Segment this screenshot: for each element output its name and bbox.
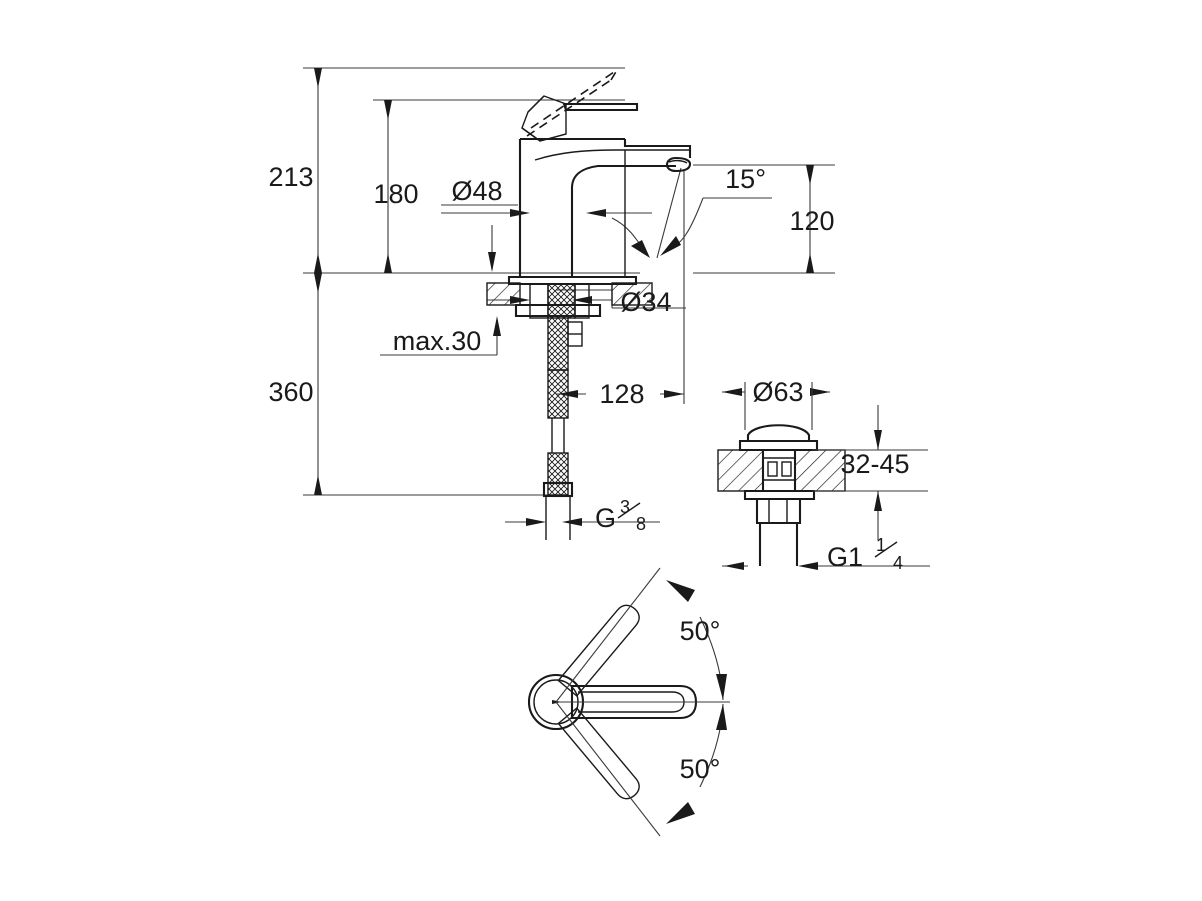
dim-label-180: 180 (373, 179, 418, 209)
arrow-50-lower-inner (716, 704, 727, 730)
arrow-d34-right (572, 296, 592, 304)
drain-slot-left (767, 461, 778, 477)
aerator-tip (665, 156, 692, 173)
stud-thread-upper (548, 284, 575, 318)
arrow-g38-left (526, 518, 546, 526)
drain-detail-view: Ø63 (717, 377, 930, 573)
aerator-detail (668, 159, 688, 164)
arrow-120-bottom (806, 253, 814, 273)
lever-handle (521, 95, 639, 142)
deck-section (486, 282, 653, 306)
dim-label-128: 128 (599, 379, 644, 409)
arrow-50-upper-outer (666, 580, 695, 602)
arrow-213-bottom (314, 253, 322, 273)
mount-bush-left (529, 283, 549, 319)
dim-label-3245: 32-45 (840, 449, 909, 479)
deck-hatch-left (487, 283, 520, 305)
hose-braid-lower (548, 453, 568, 495)
dim-label-213: 213 (268, 162, 313, 192)
drain-slot-right (781, 461, 792, 477)
arrow-213-top (314, 68, 322, 88)
popup-cap-flange (738, 439, 819, 452)
lever-ghost-lower (526, 79, 612, 137)
lever-hub-edge (527, 95, 545, 113)
arrow-3245-bottom (874, 491, 882, 511)
dim-label-50deg-upper: 50° (680, 616, 721, 646)
dim-label-g38-den: 8 (636, 514, 646, 534)
hose-end-nut (542, 481, 574, 498)
spout-plan-upper (557, 604, 640, 697)
drain-deck-hatch-right (795, 450, 845, 491)
dim-label-g114-den: 4 (893, 553, 903, 573)
dim-label-d48: Ø48 (451, 176, 502, 206)
lever-hub-base (521, 127, 567, 142)
spout-lower-body (557, 707, 640, 800)
arrow-180-bottom (384, 253, 392, 273)
spout-inner-top-line (534, 149, 690, 161)
arrow-g114-right (798, 562, 818, 570)
mount-washer (514, 303, 602, 318)
lever-ghost-upper (530, 69, 618, 129)
main-dimension-network: 213 360 180 Ø48 (268, 67, 835, 534)
arrow-max30 (493, 316, 501, 336)
arrow-d48-deck (488, 252, 496, 272)
arrow-128-right (664, 390, 684, 398)
angle-leader-15a (656, 167, 682, 259)
base-flange (507, 275, 638, 286)
arrow-d63-right (810, 388, 830, 396)
hose-braid-upper-outline (547, 369, 569, 419)
arrow-180-top (384, 100, 392, 120)
spout-inner-sweep (570, 164, 676, 277)
arrow-3245-top (874, 430, 882, 450)
arrow-g38-right (562, 518, 582, 526)
hose-braid-upper (548, 370, 568, 418)
stud-thread-lower (548, 316, 568, 370)
fraction-slash-g38 (617, 502, 641, 519)
dim-label-g38: G (595, 503, 616, 533)
dim-label-360: 360 (268, 377, 313, 407)
drain-deck-hatch-left (718, 450, 763, 491)
lever-ghost-tip (610, 69, 618, 81)
dim-label-50deg-lower: 50° (680, 754, 721, 784)
spout-plan-lower (557, 707, 640, 800)
deck-hatch-right (612, 283, 652, 305)
drain-lower-body (755, 497, 802, 525)
arrow-15deg (660, 236, 681, 256)
arrow-d48-right (586, 209, 606, 217)
arrow-50-upper-inner (716, 674, 727, 700)
drain-lock-nut (743, 489, 816, 501)
dim-label-120: 120 (789, 206, 834, 236)
arrow-360-top (314, 273, 322, 293)
body-top-to-spout (623, 139, 692, 158)
limit-line-upper (555, 567, 661, 703)
limit-line-lower (555, 701, 661, 837)
arrow-50-lower-outer (666, 802, 695, 824)
dim-label-g114: G1 (827, 542, 863, 572)
faucet-elevation-geometry (486, 69, 692, 540)
arrow-body-leader (631, 240, 650, 258)
popup-cap-dome (746, 424, 811, 443)
lever-open-position-ghost (526, 69, 618, 137)
arrow-d63-left (722, 388, 742, 396)
arrow-120-top (806, 165, 814, 185)
arrow-g114-left (724, 562, 744, 570)
dim-label-g114-num: 1 (876, 535, 886, 555)
fraction-slash-g114 (874, 541, 898, 558)
spout-upper-body (557, 604, 640, 697)
dim-label-d63: Ø63 (752, 377, 803, 407)
lever-arm (562, 102, 639, 112)
deck-outline-left (486, 282, 521, 306)
arrow-360-bottom (314, 475, 322, 495)
dim-label-15deg: 15° (725, 164, 766, 194)
dim-label-max30: max.30 (393, 326, 482, 356)
swivel-plan-view: 50° 50° (527, 567, 730, 837)
dim-label-g38-num: 3 (620, 497, 630, 517)
